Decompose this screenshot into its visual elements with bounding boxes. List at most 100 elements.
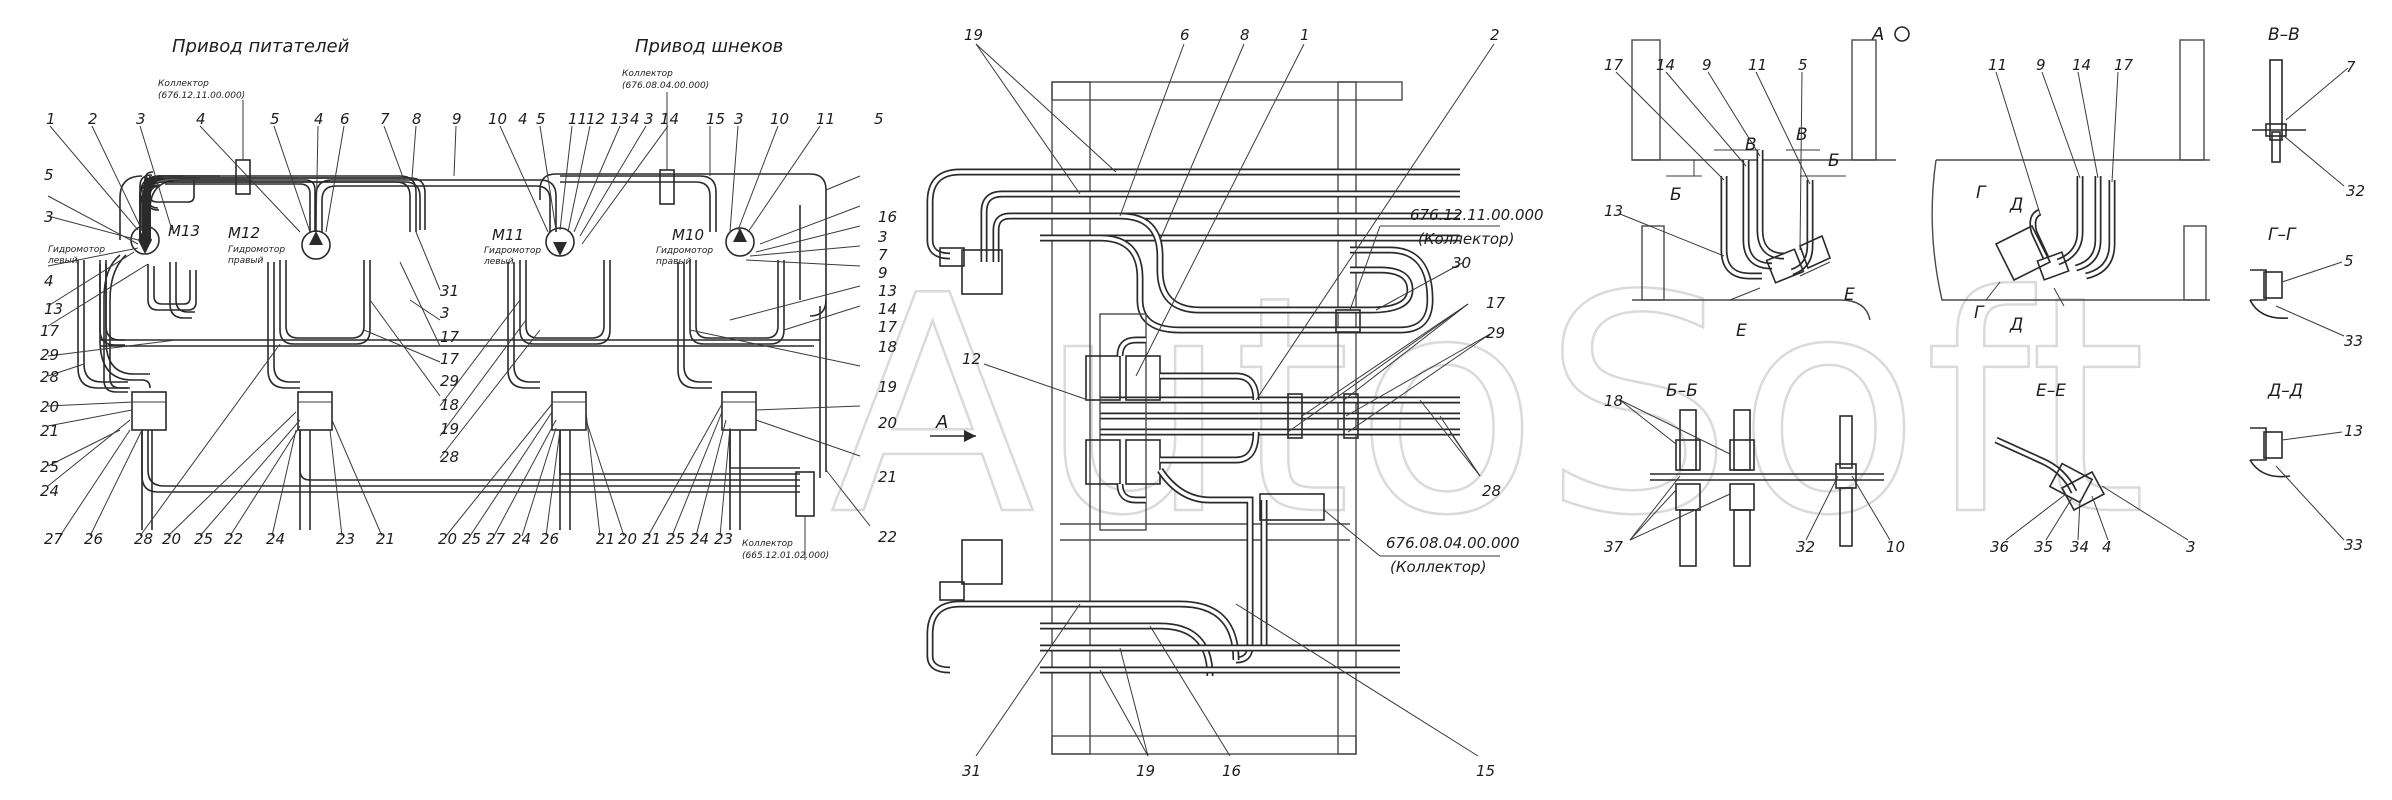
collector-label-3: Коллектор bbox=[742, 539, 793, 549]
central-housing bbox=[1099, 313, 1147, 531]
section-gg-title: Г–Г bbox=[2268, 225, 2297, 245]
callout-8: 8 bbox=[412, 110, 422, 128]
valve-block-4 bbox=[721, 391, 757, 431]
callout-7: 7 bbox=[380, 110, 390, 128]
callout-m3: 3 bbox=[440, 304, 450, 322]
callout-va11: 11 bbox=[1748, 56, 1767, 74]
valve-block-2 bbox=[297, 391, 333, 431]
motor-m11-desc1: Гидромотор bbox=[484, 246, 541, 256]
collector-top-caption: (Коллектор) bbox=[1418, 230, 1514, 248]
cut-v-label-2: В bbox=[1796, 125, 1808, 145]
callout-l5: 5 bbox=[44, 166, 54, 184]
motor-m13-desc2: левый bbox=[47, 256, 78, 266]
callout-dd33: 33 bbox=[2344, 536, 2363, 554]
callout-13: 13 bbox=[610, 110, 629, 128]
motor-m10 bbox=[725, 227, 755, 257]
view-arrow-a: А bbox=[935, 412, 948, 433]
callout-dd13: 13 bbox=[2344, 422, 2363, 440]
callout-3b: 3 bbox=[644, 110, 654, 128]
callout-3c: 3 bbox=[734, 110, 744, 128]
valve-block-1 bbox=[131, 391, 167, 431]
callout-b22: 22 bbox=[224, 530, 243, 548]
bb-fitting-1 bbox=[1675, 409, 1701, 567]
callout-va14: 14 bbox=[1656, 56, 1675, 74]
callout-17: 17 bbox=[878, 318, 898, 336]
motor-m13 bbox=[130, 225, 160, 255]
callout-16: 16 bbox=[878, 208, 897, 226]
callout-a29: 29 bbox=[1486, 324, 1505, 342]
cut-v-label: В bbox=[1745, 135, 1757, 155]
collector-top-block bbox=[1335, 309, 1361, 333]
callout-a17: 17 bbox=[1486, 294, 1506, 312]
callout-2: 2 bbox=[88, 110, 98, 128]
callout-vv32: 32 bbox=[2346, 182, 2365, 200]
callout-b25: 25 bbox=[194, 530, 213, 548]
callout-b26: 26 bbox=[84, 530, 103, 548]
callout-4b: 4 bbox=[314, 110, 324, 128]
callout-15: 15 bbox=[706, 110, 725, 128]
callout-l24: 24 bbox=[40, 482, 59, 500]
title-feeders-drive: Привод питателей bbox=[172, 36, 350, 57]
callout-bb32: 32 bbox=[1796, 538, 1815, 556]
watermark: AutoSoft bbox=[830, 232, 2150, 581]
callout-12: 12 bbox=[586, 110, 605, 128]
callout-22: 22 bbox=[878, 528, 897, 546]
callout-b21: 21 bbox=[376, 530, 395, 548]
collector-code-3: (665.12.01.02.000) bbox=[742, 551, 829, 561]
callout-m29: 29 bbox=[440, 372, 459, 390]
callout-5: 5 bbox=[270, 110, 280, 128]
callout-4c: 4 bbox=[518, 110, 528, 128]
collector-bottom-block bbox=[1259, 493, 1325, 521]
callout-va17: 17 bbox=[1604, 56, 1624, 74]
callout-bb37: 37 bbox=[1604, 538, 1624, 556]
motor-m13-desc1: Гидромотор bbox=[48, 245, 105, 255]
callout-9: 9 bbox=[452, 110, 462, 128]
callout-bb10: 10 bbox=[1886, 538, 1905, 556]
bb-fitting-3 bbox=[1835, 415, 1857, 547]
assembly-panel: А 676.12.11.00.000 (Коллектор) 676.08.04… bbox=[926, 26, 1544, 780]
callout-l13: 13 bbox=[44, 300, 63, 318]
callout-va13: 13 bbox=[1604, 202, 1623, 220]
cut-b-label: Б bbox=[1670, 185, 1682, 205]
callout-6: 6 bbox=[340, 110, 350, 128]
callout-10b: 10 bbox=[770, 110, 789, 128]
callout-20: 20 bbox=[878, 414, 897, 432]
callout-b26b: 26 bbox=[540, 530, 559, 548]
callout-ee35: 35 bbox=[2034, 538, 2053, 556]
schematic-lines: M13 Гидромотор левый M12 Гидромотор прав… bbox=[40, 92, 898, 560]
callout-a8: 8 bbox=[1240, 26, 1250, 44]
callout-ee4: 4 bbox=[2102, 538, 2112, 556]
callout-19: 19 bbox=[878, 378, 897, 396]
callout-b23: 23 bbox=[336, 530, 355, 548]
callout-ee3: 3 bbox=[2186, 538, 2196, 556]
collector-2-block bbox=[659, 169, 675, 205]
callout-m17: 17 bbox=[440, 328, 460, 346]
callout-l17: 17 bbox=[40, 322, 60, 340]
callout-11b: 11 bbox=[816, 110, 835, 128]
callout-m31: 31 bbox=[440, 282, 459, 300]
title-augers-drive: Привод шнеков bbox=[635, 36, 783, 57]
callout-b25c: 25 bbox=[666, 530, 685, 548]
section-bb-title: Б–Б bbox=[1666, 381, 1698, 401]
callout-7b: 7 bbox=[878, 246, 888, 264]
callout-a1: 1 bbox=[1300, 26, 1310, 44]
callout-ee34: 34 bbox=[2070, 538, 2089, 556]
callout-l25: 25 bbox=[40, 458, 59, 476]
callout-b21b: 21 bbox=[596, 530, 615, 548]
motor-m10-desc1: Гидромотор bbox=[656, 246, 713, 256]
callout-b20c: 20 bbox=[618, 530, 637, 548]
collector-label-2: Коллектор bbox=[622, 69, 673, 79]
section-dd-title: Д–Д bbox=[2267, 381, 2303, 401]
motor-m10-desc2: правый bbox=[656, 257, 692, 267]
callout-vb11: 11 bbox=[1988, 56, 2007, 74]
callout-m28: 28 bbox=[440, 448, 459, 466]
callout-14: 14 bbox=[660, 110, 679, 128]
callout-b28: 28 bbox=[134, 530, 153, 548]
motor-m13-id: M13 bbox=[168, 222, 200, 240]
collector-bottom-caption: (Коллектор) bbox=[1390, 558, 1486, 576]
collector-3-block bbox=[795, 471, 815, 517]
callout-vb9: 9 bbox=[2036, 56, 2046, 74]
callout-4: 4 bbox=[196, 110, 206, 128]
motor-m11-id: M11 bbox=[492, 226, 524, 244]
collector-top-code: 676.12.11.00.000 bbox=[1410, 206, 1544, 224]
